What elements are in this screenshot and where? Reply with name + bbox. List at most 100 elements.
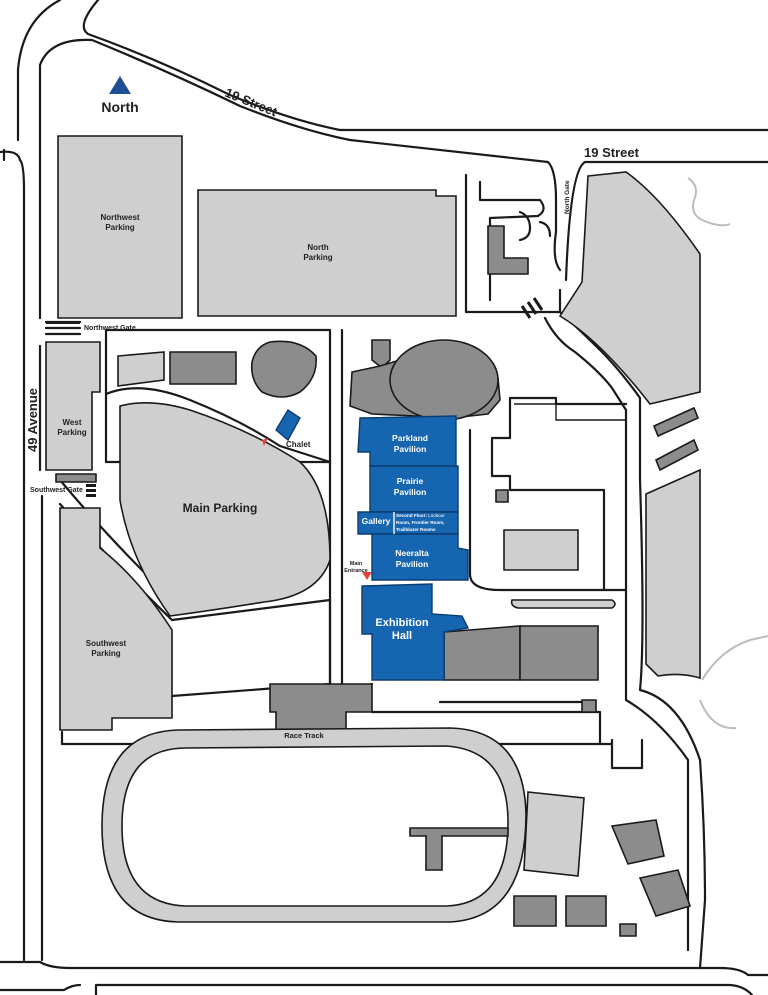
exhibition-hall-label-1: Exhibition <box>375 617 428 629</box>
forty-nine-avenue-west-edge <box>18 158 26 962</box>
north-gate-bar-2-icon <box>526 301 538 315</box>
north-parking-label-2: Parking <box>303 253 332 262</box>
exhibition-hall <box>361 583 470 681</box>
west-parking-label-1: West <box>63 418 82 427</box>
sw-gate-bar-2-icon <box>86 489 96 492</box>
chalet-label: Chalet <box>286 440 311 449</box>
campus-small-lot <box>503 529 579 571</box>
northwest-parking-label-2: Parking <box>105 223 134 232</box>
north-arrow-icon <box>109 76 131 94</box>
forty-nine-avenue-inner <box>0 150 22 162</box>
southwest-parking-lot <box>59 507 173 731</box>
west-parking-label-2: Parking <box>57 428 86 437</box>
northwest-parking-lot <box>57 135 183 319</box>
arena-dome <box>389 339 499 421</box>
southwest-parking-label-2: Parking <box>91 649 120 658</box>
prairie-label-2: Pavilion <box>394 487 427 497</box>
chalet-bend <box>104 387 332 464</box>
neeralta-pavilion <box>371 533 469 581</box>
west-parking-lot <box>45 341 101 471</box>
forty-nine-avenue-label: 49 Avenue <box>25 388 40 452</box>
east-building-2 <box>654 438 700 472</box>
northeast-lot <box>558 171 701 405</box>
neeralta-label-1: Neeralta <box>395 548 429 558</box>
west-service-road <box>170 598 332 698</box>
labels: North 19 Street 19 Street 49 Avenue Nort… <box>25 85 640 740</box>
south-building-1 <box>513 895 557 927</box>
exhibition-hall-label-2: Hall <box>392 630 412 642</box>
main-parking-lot <box>119 402 331 617</box>
nw-gate-bars-icon <box>46 322 80 324</box>
southwest-gate-building <box>55 473 97 483</box>
nineteen-street-east-label: 19 Street <box>584 145 640 160</box>
infield-connector <box>409 827 509 871</box>
creek-north <box>687 177 731 227</box>
creek-east <box>699 635 768 730</box>
parking-lots <box>45 135 701 877</box>
east-building-1 <box>652 406 700 438</box>
north-parking-label-1: North <box>307 243 328 252</box>
southwest-parking-label-1: Southwest <box>86 639 127 648</box>
nineteen-street-north-edge <box>16 0 768 142</box>
north-gate-bar-3-icon <box>532 297 544 311</box>
chalet-building <box>275 409 301 442</box>
campus-loop <box>468 428 606 592</box>
parkland-label-2: Pavilion <box>394 444 427 454</box>
sw-gate-bar-1-icon <box>86 484 96 487</box>
race-track-infield <box>121 745 509 907</box>
north-gate-label: North Gate <box>564 180 571 214</box>
north-gate-loop <box>464 173 562 314</box>
northwest-parking-label-1: Northwest <box>100 213 139 222</box>
north-gate-bar-1-icon <box>520 305 532 319</box>
second-floor-title: Second Floor: <box>396 513 427 518</box>
chalet-round-building <box>250 340 317 398</box>
southeast-building-1 <box>610 819 665 865</box>
prairie-label-1: Prairie <box>397 476 424 486</box>
race-track <box>101 727 527 923</box>
east-lot <box>645 468 701 680</box>
markers <box>46 76 768 730</box>
north-parking-lot <box>197 189 457 317</box>
parkland-label-1: Parkland <box>392 433 428 443</box>
venue-complex <box>275 409 470 681</box>
chalet-entrance-marker-icon <box>262 438 268 446</box>
north-label: North <box>101 99 138 115</box>
southwest-gate-label: Southwest Gate <box>30 487 83 494</box>
bottom-road-top-edge <box>0 960 768 977</box>
second-floor-line-3: Trailblazer Rooms <box>396 527 436 532</box>
race-track-label: Race Track <box>284 731 324 740</box>
campus-strip <box>510 599 616 609</box>
chalet-side-building <box>169 351 237 385</box>
northwest-gate-label: Northwest Gate <box>84 325 136 332</box>
small-square-building <box>495 489 509 503</box>
lower-east-road <box>598 738 644 770</box>
nineteen-street-south-edge <box>38 38 768 282</box>
south-building-2 <box>565 895 607 927</box>
main-entrance-label-1: Main <box>350 561 363 567</box>
main-entrance-marker-icon <box>362 572 372 580</box>
south-gray-lot <box>523 791 585 877</box>
main-entrance-label-2: Entrance <box>344 568 368 574</box>
second-floor-line-2: Room, Frontier Room, <box>396 520 445 525</box>
forty-nine-avenue-east-edge <box>2 148 44 962</box>
bottom-road-bottom-edge <box>0 983 754 995</box>
sw-gate-bar-3-icon <box>86 494 96 497</box>
chalet-area-lot <box>117 351 165 387</box>
nineteen-street-diag-label: 19 Street <box>223 85 280 120</box>
second-floor-room-1: Lookout <box>427 513 445 518</box>
north-gate-building <box>487 225 529 275</box>
small-building-east <box>581 699 597 713</box>
south-small-building <box>619 923 637 937</box>
east-service-road <box>543 310 707 970</box>
gallery-label: Gallery <box>362 516 391 526</box>
main-parking-label: Main Parking <box>183 501 258 515</box>
second-floor-line-1: Second Floor: Lookout <box>396 513 445 518</box>
southeast-building-2 <box>638 869 692 917</box>
campus-building-outline <box>510 403 627 591</box>
track-annex-1 <box>443 625 521 681</box>
neeralta-label-2: Pavilion <box>396 559 429 569</box>
track-annex-2 <box>519 625 599 681</box>
paddock-building <box>269 683 373 731</box>
